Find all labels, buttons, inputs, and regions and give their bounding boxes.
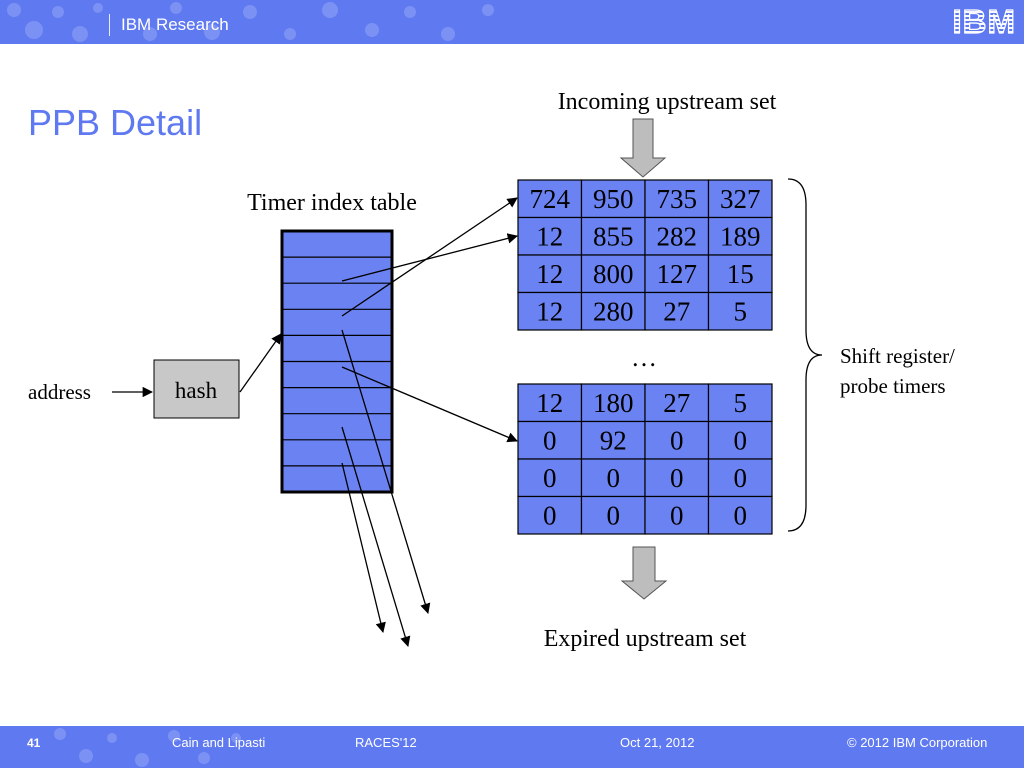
bottom-grid-cell	[580, 420, 646, 460]
bottom-grid-cell-value: 180	[593, 388, 634, 418]
pointer-out-2	[341, 426, 411, 647]
bottom-grid-cell	[580, 383, 646, 423]
top-grid-cell-value: 282	[657, 221, 698, 251]
incoming-arrow	[619, 118, 667, 178]
ellipsis-label: …	[631, 343, 657, 372]
top-grid-cell	[644, 216, 710, 256]
bottom-grid-cell-value: 0	[734, 425, 748, 455]
incoming-label: Incoming upstream set	[558, 89, 777, 115]
expired-label: Expired upstream set	[544, 626, 747, 652]
top-grid-cell	[517, 291, 583, 331]
bottom-grid-cell	[517, 420, 583, 460]
bottom-grid-cell	[644, 495, 710, 535]
top-grid-cell	[517, 254, 583, 294]
bottom-grid-cell-value: 0	[670, 463, 684, 493]
bottom-grid-cell-value: 0	[607, 463, 621, 493]
top-grid-cell-value: 12	[536, 296, 563, 326]
bottom-grid-cell-value: 0	[543, 463, 557, 493]
pointer-to-top-row1	[341, 197, 518, 317]
ibm-logo: IBM	[952, 2, 1016, 40]
top-grid-cell-value: 735	[657, 184, 698, 214]
top-grid-cell-value: 327	[720, 184, 761, 214]
top-grid-cell-value: 12	[536, 221, 563, 251]
bottom-grid-cell-value: 0	[670, 500, 684, 530]
top-grid-cell-value: 280	[593, 296, 634, 326]
bottom-grid-cell-value: 0	[734, 463, 748, 493]
top-grid-cell-value: 5	[734, 296, 748, 326]
top-grid-cell	[707, 179, 773, 219]
top-grid-cell-value: 12	[536, 259, 563, 289]
footer-copyright: © 2012 IBM Corporation	[847, 735, 988, 750]
bottom-timer-grid: 12 180 27 5 0 92 0 0 0 0 0 0 0 0 0 0	[517, 383, 773, 535]
bottom-grid-cell-value: 27	[663, 388, 690, 418]
bottom-grid-cell-value: 92	[600, 425, 627, 455]
footer-date: Oct 21, 2012	[620, 735, 695, 750]
bottom-grid-cell-value: 0	[670, 425, 684, 455]
hash-to-table-arrow	[239, 333, 282, 393]
timer-index-table	[280, 229, 394, 494]
shift-register-label-line1: Shift register/	[840, 344, 955, 368]
pointer-to-bottom-row2	[341, 366, 518, 443]
address-label: address	[28, 380, 91, 404]
bottom-grid-cell	[707, 458, 773, 498]
top-grid-cell-value: 800	[593, 259, 634, 289]
top-timer-grid: 724 950 735 327 12 855 282 189 12 800 127 15 12 280 27…	[517, 179, 773, 331]
top-grid-cell-value: 855	[593, 221, 634, 251]
top-grid-cell-value: 15	[727, 259, 754, 289]
shift-register-brace	[787, 178, 823, 532]
top-grid-cell	[517, 179, 583, 219]
bottom-grid-cell-value: 0	[607, 500, 621, 530]
bottom-grid-cell	[517, 495, 583, 535]
timer-index-table-label: Timer index table	[247, 190, 417, 216]
top-grid-cell	[644, 291, 710, 331]
top-grid-cell	[707, 216, 773, 256]
header-bar: IBM Research IBM	[0, 0, 1024, 44]
pointer-out-3	[341, 462, 386, 634]
top-grid-cell-value: 724	[530, 184, 571, 214]
top-grid-cell	[707, 291, 773, 331]
footer-conference: RACES'12	[355, 735, 417, 750]
slide-title: PPB Detail	[28, 102, 203, 143]
top-grid-cell	[644, 179, 710, 219]
bottom-grid-cell-value: 0	[543, 425, 557, 455]
brand-label: IBM Research	[121, 15, 229, 34]
pointer-to-top-row2	[341, 233, 519, 282]
footer-bar: 41 Cain and Lipasti RACES'12 Oct 21, 201…	[0, 726, 1024, 768]
hash-box	[153, 359, 240, 419]
bottom-grid-cell	[644, 458, 710, 498]
top-grid-cell-value: 127	[657, 259, 698, 289]
bottom-grid-cell	[707, 495, 773, 535]
ppb-diagram: Incoming upstream set 724 950 735 327 12 855 2…	[28, 89, 955, 652]
bottom-grid-cell-value: 0	[734, 500, 748, 530]
bottom-grid-cell	[644, 383, 710, 423]
bottom-grid-cell-value: 5	[734, 388, 748, 418]
header-divider	[109, 14, 110, 36]
hash-label: hash	[175, 378, 218, 403]
top-grid-cell-value: 189	[720, 221, 761, 251]
bottom-grid-cell	[644, 420, 710, 460]
header-decoration	[7, 2, 494, 42]
footer-page-number: 41	[27, 736, 41, 750]
expired-arrow	[620, 546, 668, 600]
top-grid-cell-value: 950	[593, 184, 634, 214]
footer-authors: Cain and Lipasti	[172, 735, 266, 750]
top-grid-cell	[580, 216, 646, 256]
bottom-grid-cell	[707, 420, 773, 460]
footer-decoration	[54, 728, 241, 767]
pointer-out-1	[341, 329, 431, 614]
top-grid-cell	[707, 254, 773, 294]
bottom-grid-cell-value: 0	[543, 500, 557, 530]
shift-register-label-line2: probe timers	[840, 374, 946, 398]
top-grid-cell	[580, 291, 646, 331]
top-grid-cell-value: 27	[663, 296, 690, 326]
bottom-grid-cell-value: 12	[536, 388, 563, 418]
